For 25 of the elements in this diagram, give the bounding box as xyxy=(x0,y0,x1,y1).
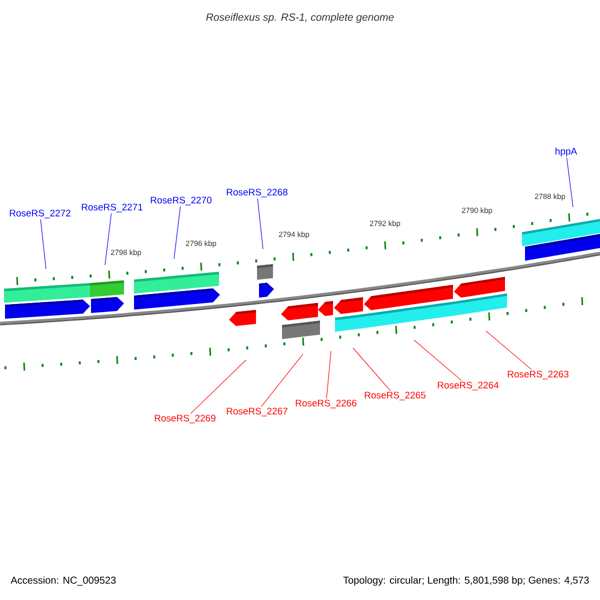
leader-line xyxy=(257,198,264,250)
gene-label: RoseRS_2270 xyxy=(150,196,212,206)
gene-label: RoseRS_2263 xyxy=(508,370,568,380)
leader-line xyxy=(174,206,181,260)
gene-label: RoseRS_2272 xyxy=(10,210,70,218)
leader-line xyxy=(326,350,332,399)
footer-text: Accession: NC_009523 xyxy=(10,576,116,586)
leader-line xyxy=(190,360,246,414)
leader-line xyxy=(261,354,304,407)
leader-line xyxy=(414,340,462,381)
leader-line xyxy=(566,157,574,208)
gene-label: RoseRS_2271 xyxy=(82,204,142,212)
footer-text: Topology: circular; Length: 5,801,598 bp; Genes: 4,573 xyxy=(343,576,589,586)
gene-label: RoseRS_2266 xyxy=(296,400,356,408)
leader-line xyxy=(486,330,532,370)
leader-line xyxy=(352,348,391,391)
gene-label: RoseRS_2264 xyxy=(438,382,499,390)
gene-label: RoseRS_2265 xyxy=(364,392,426,400)
gene-label: RoseRS_2267 xyxy=(226,408,288,416)
gene-label: RoseRS_2268 xyxy=(226,188,288,198)
leader-line xyxy=(104,213,112,266)
leader-line xyxy=(40,219,46,270)
gene-label: hppA xyxy=(556,148,578,156)
gene-label: RoseRS_2269 xyxy=(154,414,216,424)
title: Roseiflexus sp. RS-1, complete genome xyxy=(206,13,394,23)
